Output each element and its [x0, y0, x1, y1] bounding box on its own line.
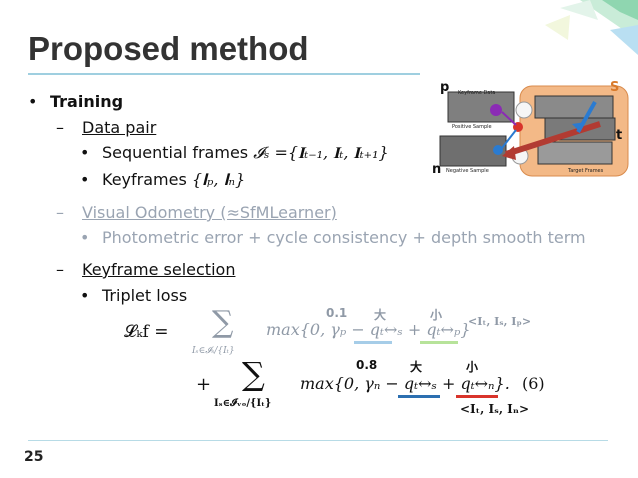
bullet-triplet-loss: •Triplet loss [80, 286, 188, 305]
triplet-2: <𝐈ₜ, 𝐈ₛ, 𝐈ₙ> [460, 402, 530, 416]
underline-q-tn [456, 395, 498, 398]
sum-symbol-1: ∑ [212, 305, 234, 340]
slide-title: Proposed method [28, 30, 309, 67]
equation-plus: + [196, 374, 212, 395]
bullet-keyframes: •Keyframes {𝐈ₚ, 𝐈ₙ} [80, 170, 246, 189]
figure-caption-target: Target Frames [568, 168, 604, 174]
figure-caption-positive: Positive Sample [452, 124, 492, 130]
triplet-1: <Iₜ, Iₛ, Iₚ> [468, 315, 532, 328]
small-label-1: 小 [430, 308, 443, 322]
equation-term-2: max{0, γₙ − qₜ↔ₛ + qₜ↔ₙ}. [300, 374, 510, 393]
figure-caption-keyframe: Keyframe Data [458, 90, 496, 96]
equation-term-1: max{0, γₚ − qₜ↔ₛ + qₜ↔ₚ} [266, 320, 471, 339]
small-label-2: 小 [466, 360, 479, 374]
underline-q-tp [420, 341, 458, 344]
corner-decoration [545, 0, 638, 55]
sum-symbol-2: ∑ [242, 355, 265, 393]
equation-lhs: 𝓛ₖf = [124, 322, 169, 342]
sum2-subscript: 𝐈ₛ∈𝓘ᵥₒ/{𝐈ₜ} [214, 398, 272, 409]
figure-label-s: S [610, 80, 620, 95]
underline-q-ts-2 [398, 395, 440, 398]
underline-q-ts-1 [354, 341, 392, 344]
page-number: 25 [24, 449, 44, 465]
bullet-training: •Training [28, 92, 124, 111]
big-label-2: 大 [410, 360, 423, 374]
bullet-visual-odometry: –Visual Odometry (≈SfMLearner) [56, 203, 337, 222]
bullet-sequential-frames: •Sequential frames 𝓘ₛ ={𝐈ₜ₋₁, 𝐈ₜ, 𝐈ₜ₊₁} [80, 143, 389, 162]
figure-label-n: n [432, 162, 442, 177]
equation-number: (6) [522, 374, 545, 393]
keyframe-figure [439, 85, 629, 177]
bullet-data-pair: –Data pair [56, 118, 157, 137]
figure-label-t: t [616, 128, 623, 143]
title-underline [28, 73, 420, 75]
figure-label-p: p [440, 80, 450, 95]
gamma-p-value: 0.1 [326, 306, 348, 320]
sum1-subscript: Iₛ∈𝓘ₛ/{Iₜ} [192, 346, 235, 356]
footer-divider [28, 440, 608, 441]
figure-caption-negative: Negative Sample [446, 168, 489, 174]
bullet-photometric: •Photometric error + cycle consistency +… [80, 228, 586, 247]
big-label-1: 大 [374, 308, 387, 322]
bullet-keyframe-selection: –Keyframe selection [56, 260, 236, 279]
gamma-n-value: 0.8 [356, 358, 378, 372]
